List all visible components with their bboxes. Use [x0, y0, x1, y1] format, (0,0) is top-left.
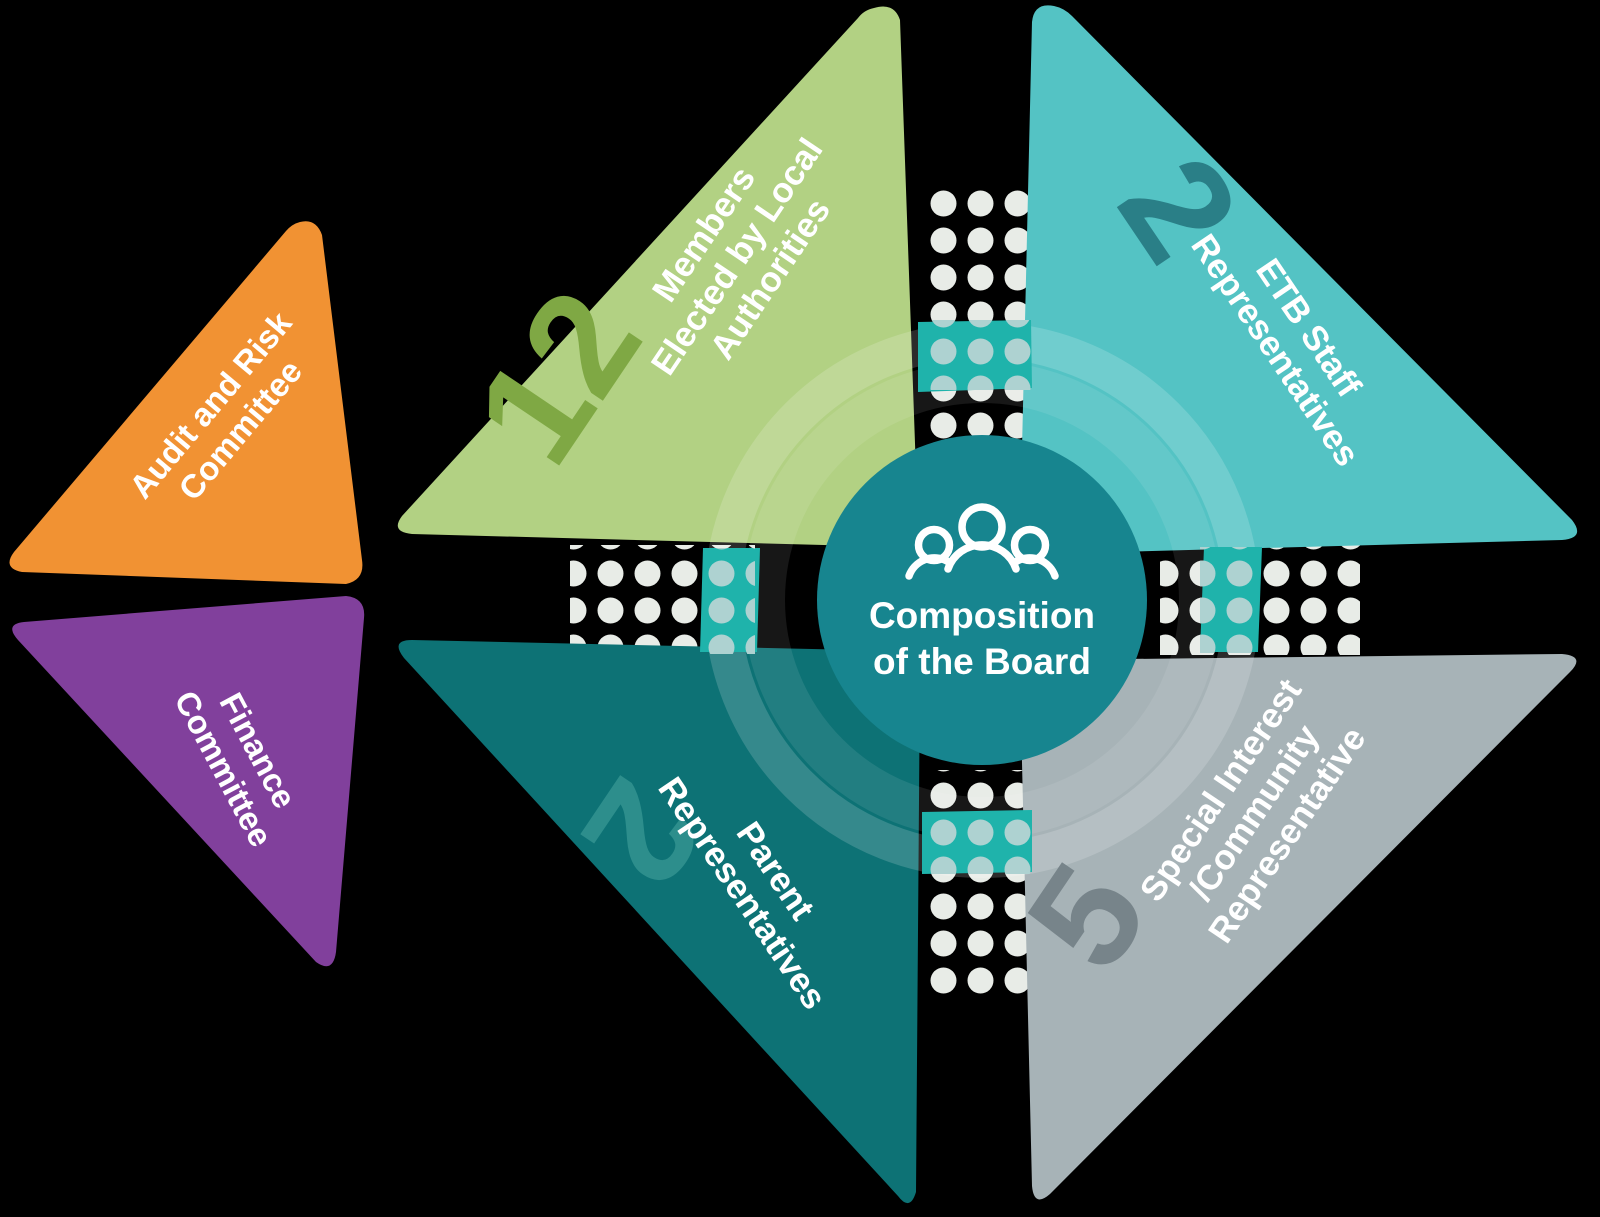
segment-etb-staff[interactable] [1020, 5, 1578, 555]
committee-finance[interactable]: Finance Committee [12, 596, 365, 967]
center-title-line2: of the Board [873, 641, 1091, 682]
parent-reps-triangle[interactable] [398, 640, 920, 1204]
accent-band-top [918, 320, 1034, 392]
accent-band-bottom [922, 810, 1034, 874]
people-group-icon [905, 503, 1059, 580]
center-hub[interactable]: Composition of the Board [817, 435, 1147, 765]
finance-triangle[interactable] [12, 596, 365, 967]
segment-parent-reps[interactable] [398, 640, 920, 1204]
etb-staff-triangle[interactable] [1020, 5, 1578, 555]
center-title-line1: Composition [869, 595, 1095, 636]
accent-band-left [700, 548, 760, 654]
accent-band-right [1200, 547, 1262, 653]
members-elected-triangle[interactable] [397, 6, 919, 548]
audit-risk-triangle[interactable] [9, 221, 363, 584]
segment-members-elected[interactable] [397, 6, 919, 548]
committee-audit-risk[interactable]: Audit and Risk Committee [9, 221, 363, 584]
special-interest-triangle[interactable] [1020, 654, 1577, 1200]
center-circle[interactable] [817, 435, 1147, 765]
segment-special-interest[interactable] [1020, 654, 1577, 1200]
